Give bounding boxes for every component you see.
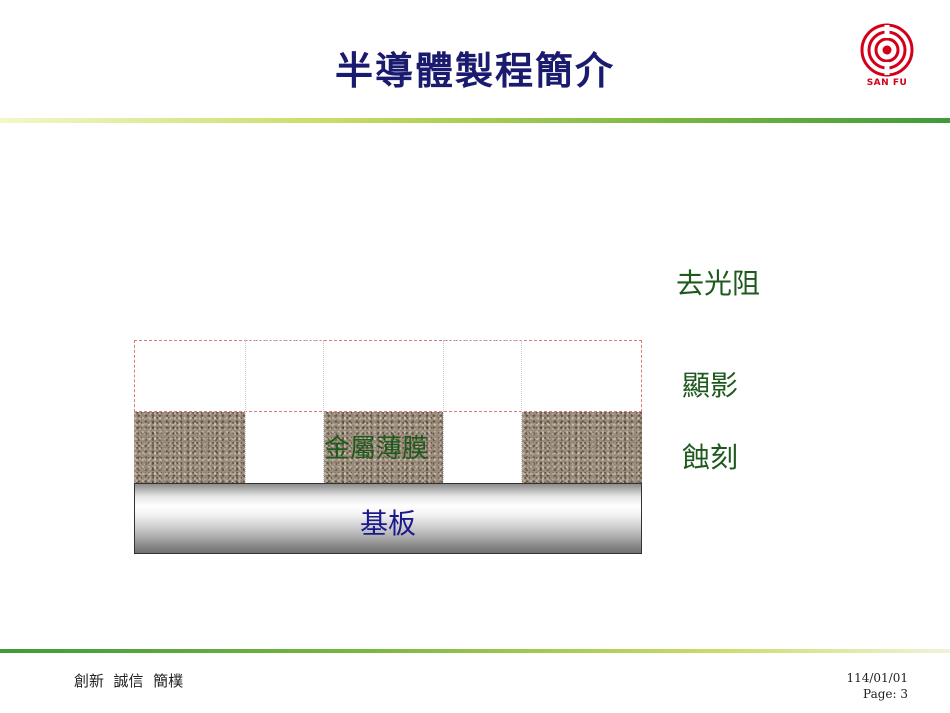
metal-film-segment	[522, 412, 642, 483]
footer-page-number: Page: 3	[863, 687, 908, 701]
step-strip-photoresist: 去光阻	[676, 267, 761, 300]
process-diagram: 金屬薄膜 基板	[134, 340, 642, 554]
step-etch: 蝕刻	[682, 441, 739, 474]
logo-swirl-icon	[860, 23, 914, 77]
metal-film-segment	[134, 412, 245, 483]
footer-meta: 114/01/01 Page: 3	[820, 670, 908, 702]
metal-film-label: 金屬薄膜	[324, 434, 429, 464]
footer-divider	[0, 649, 950, 653]
substrate-label: 基板	[359, 507, 416, 540]
substrate-layer: 基板	[134, 483, 642, 554]
header-divider	[0, 118, 950, 123]
san-fu-logo: SAN FU	[856, 22, 918, 92]
photoresist-opening	[245, 340, 324, 482]
slide-title: 半導體製程簡介	[334, 48, 615, 93]
logo-text: SAN FU	[866, 78, 908, 88]
photoresist-opening	[443, 340, 522, 482]
footer-motto: 創新 誠信 簡樸	[74, 672, 184, 690]
footer-date: 114/01/01	[846, 671, 908, 685]
step-develop: 顯影	[682, 369, 739, 402]
photoresist-layer-outline	[134, 340, 642, 412]
metal-film-segment	[324, 412, 443, 483]
